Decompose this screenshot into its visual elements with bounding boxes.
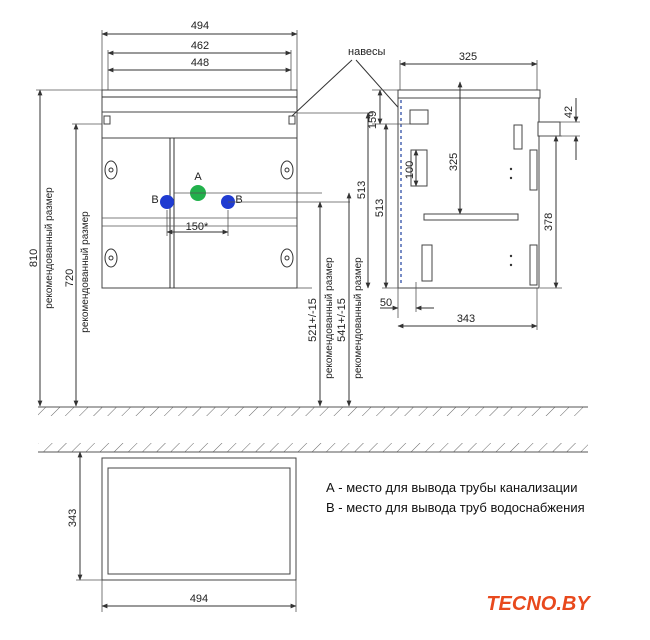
label-hangers: навесы — [348, 46, 386, 58]
dim-width-462: 462 — [191, 40, 209, 52]
side-dim-325-inner: 325 — [448, 153, 460, 171]
countertop — [101, 89, 298, 113]
dim-height-810: 810 — [28, 249, 40, 267]
wall-bracket — [537, 121, 561, 137]
side-dim-50: 50 — [380, 297, 392, 309]
floor — [38, 406, 588, 416]
dim-width-448: 448 — [191, 57, 209, 69]
top-dim-343: 343 — [67, 509, 79, 527]
label-recommended-810: рекомендованный размер — [44, 187, 55, 309]
side-view: 325 159 100 325 513 378 — [367, 51, 580, 330]
brand-logo: TECNO.BY — [486, 593, 591, 615]
side-dim-100: 100 — [404, 161, 416, 179]
point-b-right-label: B — [235, 194, 242, 206]
label-recommended-720: рекомендованный размер — [80, 211, 91, 333]
top-view: 494 343 — [38, 443, 588, 612]
dim-height-513-front: 513 — [356, 181, 368, 199]
dim-height-720: 720 — [64, 269, 76, 287]
side-dim-42: 42 — [563, 106, 575, 118]
point-b-left-marker — [160, 195, 174, 209]
label-recommended-541: рекомендованный размер — [353, 257, 364, 379]
dim-height-541: 541+/-15 — [336, 298, 348, 342]
point-b-left-label: B — [151, 194, 158, 206]
hinge-icon — [104, 160, 294, 268]
side-dim-159: 159 — [367, 111, 379, 129]
cabinet-body — [101, 137, 298, 289]
side-dim-513: 513 — [374, 199, 386, 217]
legend-item-a: А - место для вывода трубы канализации — [326, 480, 577, 495]
front-view: 494 462 448 A B B 1 — [28, 20, 405, 407]
top-dim-494: 494 — [190, 593, 208, 605]
side-dim-325-top: 325 — [459, 51, 477, 63]
side-dim-378: 378 — [543, 213, 555, 231]
legend-item-b: В - место для вывода труб водоснабжения — [326, 500, 585, 515]
label-recommended-521: рекомендованный размер — [324, 257, 335, 379]
side-dim-343: 343 — [457, 313, 475, 325]
dim-width-494: 494 — [191, 20, 209, 32]
logo-text: TECNO.BY — [486, 593, 591, 615]
cabinet-upper-rail — [101, 111, 298, 139]
dim-150: 150* — [186, 221, 209, 233]
dim-height-521: 521+/-15 — [307, 298, 319, 342]
point-a-label: A — [194, 171, 202, 183]
legend: А - место для вывода трубы канализации В… — [326, 480, 585, 515]
side-countertop — [397, 89, 541, 99]
